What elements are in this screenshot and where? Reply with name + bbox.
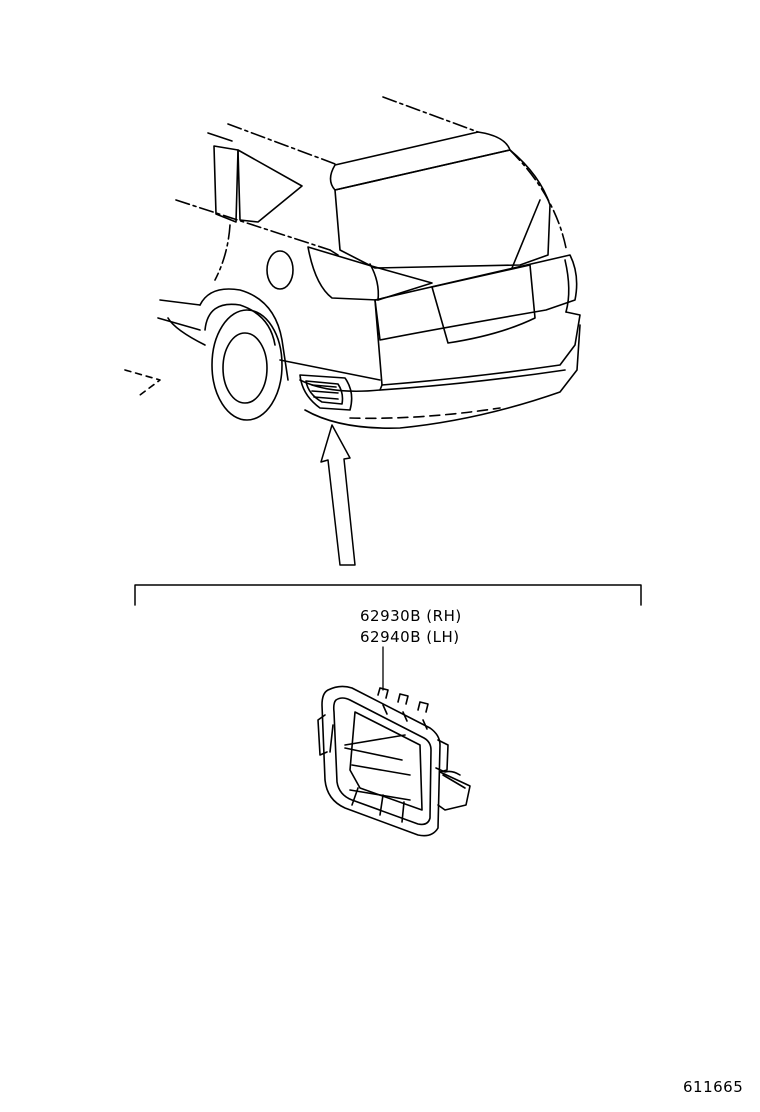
part-label-lh: 62940B (LH) [360, 628, 460, 646]
group-bracket [134, 584, 642, 606]
vent-part-illustration [317, 685, 471, 837]
diagram-id: 611665 [683, 1078, 744, 1096]
part-side-lh: (LH) [426, 628, 460, 646]
vehicle-rear-illustration [124, 96, 581, 429]
part-label-rh: 62930B (RH) [360, 607, 462, 625]
location-arrow [320, 424, 356, 566]
part-number-rh: 62930B [360, 607, 422, 625]
part-number-lh: 62940B [360, 628, 422, 646]
part-side-rh: (RH) [426, 607, 462, 625]
